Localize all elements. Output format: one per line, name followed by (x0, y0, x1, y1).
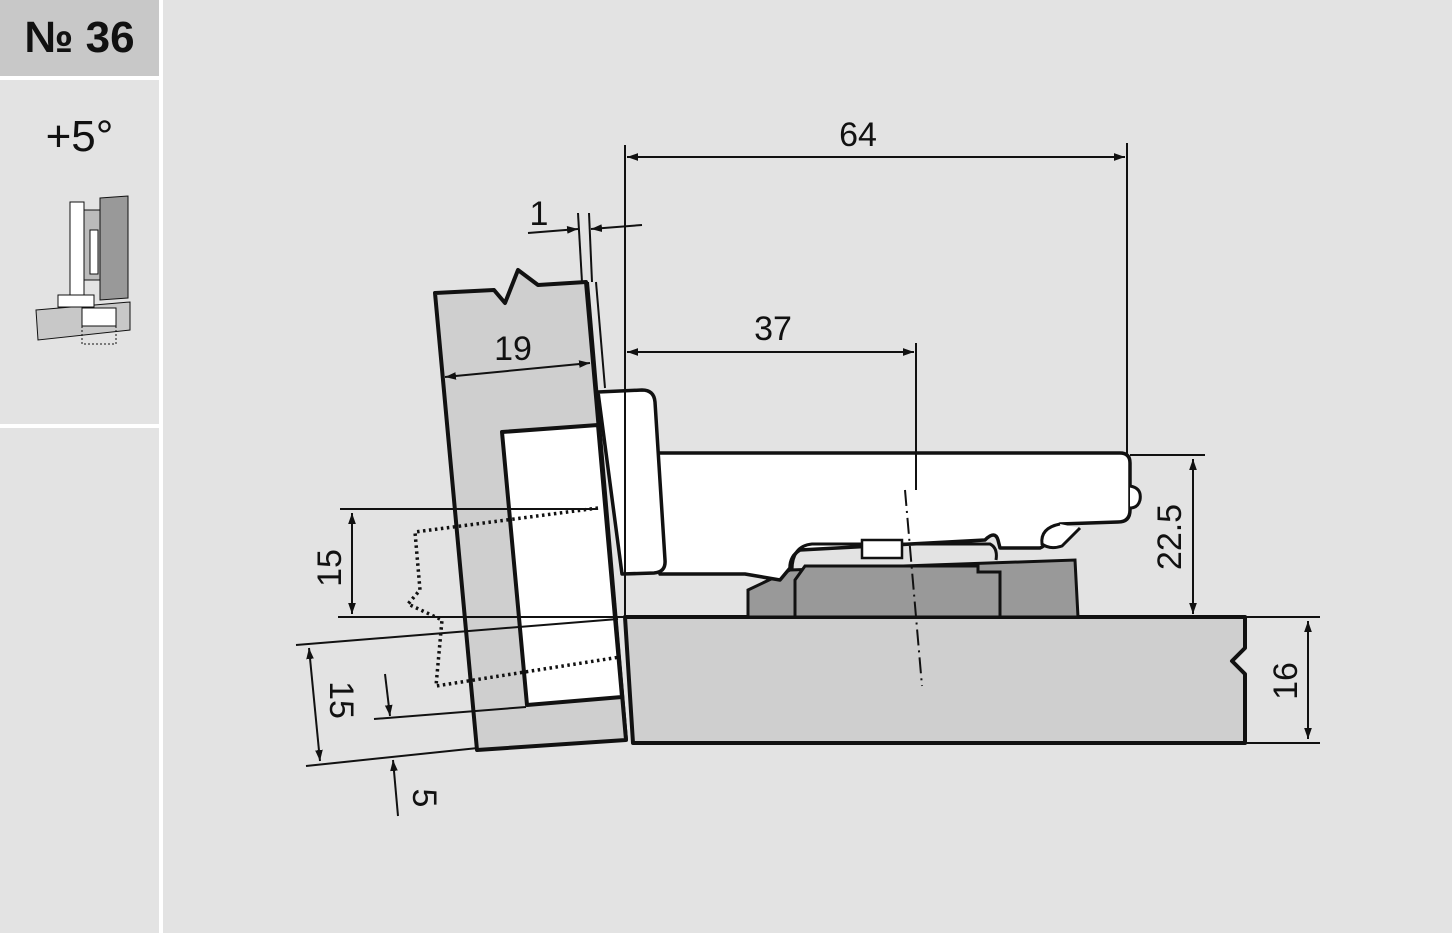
dim-label-37: 37 (754, 310, 792, 348)
cabinet-side-panel (623, 615, 1247, 745)
model-number: № 36 (0, 0, 159, 76)
dim-label-1: 1 (530, 195, 549, 233)
mounting-plate-block (793, 564, 1002, 619)
dim-label-16: 16 (1267, 662, 1305, 700)
sidebar-separator (0, 424, 159, 428)
hinge-thumbnail-icon (35, 195, 131, 345)
dim-label-5: 5 (405, 789, 443, 808)
dim-label-15-bottom: 15 (322, 681, 360, 719)
dim-label-15-top: 15 (311, 549, 349, 587)
hinge-cup (500, 423, 624, 707)
hinge-front-cap (596, 388, 667, 576)
sidebar-divider (159, 0, 163, 933)
hinge-technical-drawing: 64 37 1 19 22.5 16 15 15 5 (295, 116, 1320, 817)
dim-label-22-5: 22.5 (1151, 504, 1189, 570)
sidebar-separator (0, 76, 159, 80)
angle-label: +5° (45, 112, 114, 161)
sidebar: № 36 +5° (0, 0, 159, 933)
dim-label-19: 19 (494, 330, 532, 368)
hinge-screw-block (860, 538, 904, 560)
dim-label-64: 64 (839, 116, 877, 154)
